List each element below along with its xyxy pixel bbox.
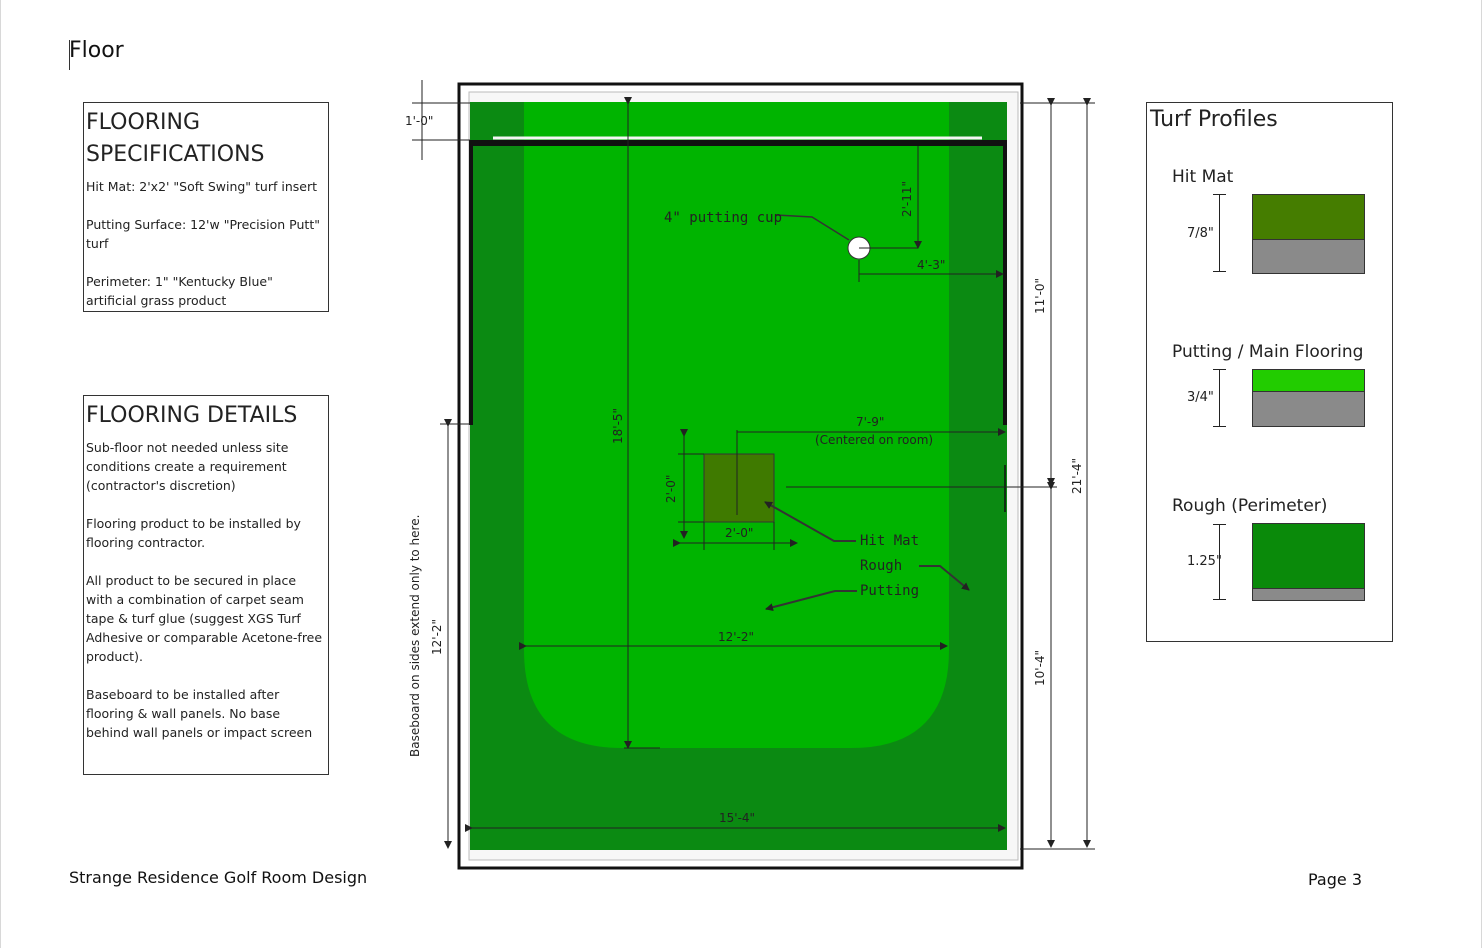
- profile-turf-layer: [1253, 524, 1364, 588]
- profile-dimension-arrow: [1213, 369, 1226, 427]
- label-putting-cup: 4" putting cup: [664, 210, 782, 226]
- profile-turf-layer: [1253, 370, 1364, 392]
- profile-thickness-rough: 1.25": [1187, 554, 1222, 569]
- profile-swatch-hit-mat: [1252, 194, 1365, 274]
- dim-mat-height: 2'-0": [664, 475, 678, 503]
- leader-putting: [765, 590, 857, 612]
- dim-putting-width: 12'-2": [718, 630, 754, 644]
- dim-mat-width: 2'-0": [725, 526, 753, 540]
- dim-cup-from-side: 4'-3": [917, 258, 945, 272]
- profile-label-putting: Putting / Main Flooring: [1172, 342, 1364, 362]
- footer-project-name: Strange Residence Golf Room Design: [69, 868, 368, 887]
- dim-mat-from-side: 7'-9": [856, 415, 884, 429]
- detail-subfloor: Sub-floor not needed unless site conditi…: [86, 440, 289, 493]
- turf-profiles-box: Turf Profiles Hit Mat 7/8" Putting / Mai…: [1146, 102, 1393, 642]
- flooring-details-box: FLOORING DETAILS Sub-floor not needed un…: [83, 395, 329, 775]
- profile-dimension-arrow: [1213, 524, 1226, 600]
- dim-room-length: 21'-4": [1070, 458, 1084, 494]
- detail-installer: Flooring product to be installed by floo…: [86, 516, 301, 550]
- dim-baseboard-length: 12'-2": [430, 619, 444, 655]
- turf-profiles-title: Turf Profiles: [1150, 107, 1278, 132]
- profile-base-layer: [1253, 391, 1364, 426]
- page-edge-left: [0, 0, 1, 948]
- flooring-specifications-body: Hit Mat: 2'x2' "Soft Swing" turf insert …: [86, 177, 326, 310]
- flooring-details-heading: FLOORING DETAILS: [86, 403, 298, 428]
- dim-centered-note: (Centered on room): [815, 433, 933, 447]
- baseboard-note: Baseboard on sides extend only to here.: [408, 515, 422, 757]
- spec-perimeter: Perimeter: 1" "Kentucky Blue" artificial…: [86, 274, 273, 308]
- profile-base-layer: [1253, 238, 1364, 273]
- putting-area: [524, 102, 949, 748]
- label-putting: Putting: [860, 583, 919, 599]
- side-wall-left: [469, 140, 473, 425]
- dim-top-offset: 1'-0": [405, 114, 433, 128]
- leader-cup: [775, 214, 850, 241]
- spec-putting-surface: Putting Surface: 12'w "Precision Putt" t…: [86, 217, 320, 251]
- profile-label-hit-mat: Hit Mat: [1172, 167, 1234, 187]
- dim-upper-length: 11'-0": [1033, 278, 1047, 314]
- profile-turf-layer: [1253, 195, 1364, 239]
- dim-lower-length: 10'-4": [1033, 650, 1047, 686]
- spec-hit-mat: Hit Mat: 2'x2' "Soft Swing" turf insert: [86, 179, 317, 194]
- footer-page-number: Page 3: [1308, 870, 1362, 889]
- profile-thickness-hit-mat: 7/8": [1187, 226, 1214, 241]
- profile-base-layer: [1253, 587, 1364, 600]
- impact-screen-wall: [470, 140, 1007, 146]
- label-rough: Rough: [860, 558, 902, 574]
- dim-room-width: 15'-4": [719, 811, 755, 825]
- dim-cup-from-wall: 2'-11": [900, 181, 914, 217]
- profile-swatch-putting: [1252, 369, 1365, 427]
- text-cursor: [69, 40, 70, 70]
- side-wall-right: [1003, 140, 1007, 425]
- leader-hit-mat: [764, 501, 856, 542]
- flooring-specifications-box: FLOORING SPECIFICATIONS Hit Mat: 2'x2' "…: [83, 102, 329, 312]
- leader-rough: [919, 565, 970, 591]
- flooring-specifications-heading: FLOORING SPECIFICATIONS: [86, 110, 265, 167]
- detail-baseboard: Baseboard to be installed after flooring…: [86, 687, 313, 740]
- profile-dimension-arrow: [1213, 194, 1226, 272]
- dim-putting-length: 18'-5": [611, 408, 625, 444]
- hit-mat: [703, 453, 775, 523]
- page-title: Floor: [69, 38, 124, 63]
- profile-swatch-rough: [1252, 523, 1365, 601]
- label-hit-mat: Hit Mat: [860, 533, 919, 549]
- detail-securing: All product to be secured in place with …: [86, 573, 323, 664]
- profile-thickness-putting: 3/4": [1187, 390, 1214, 405]
- profile-label-rough: Rough (Perimeter): [1172, 496, 1328, 516]
- flooring-details-body: Sub-floor not needed unless site conditi…: [86, 438, 326, 742]
